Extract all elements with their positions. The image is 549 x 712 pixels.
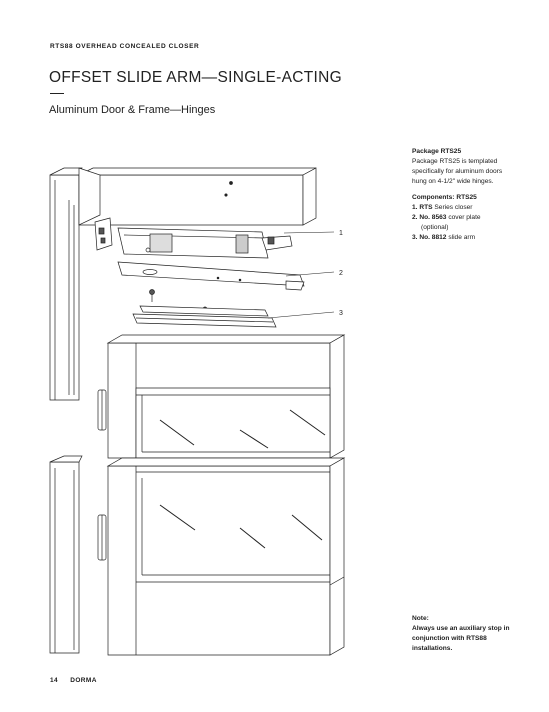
component-text: Series closer	[434, 204, 473, 211]
callout-3: 3	[339, 310, 343, 317]
component-text: slide arm	[448, 234, 476, 241]
component-item-extra: (optional)	[421, 224, 449, 231]
page-subtitle: Aluminum Door & Frame—Hinges	[49, 104, 216, 116]
component-num: 1.	[412, 204, 418, 211]
sidebar-text: Package RTS25 Package RTS25 is templated…	[412, 147, 530, 249]
component-item: 3. No. 8812 slide arm	[412, 233, 530, 243]
note-line: Always use an auxiliary stop in	[412, 625, 510, 632]
component-code: RTS	[419, 204, 433, 211]
door-lower	[106, 457, 346, 656]
note-heading: Note:	[412, 615, 429, 622]
component-num: 2.	[412, 214, 418, 221]
components-list: 1. RTS Series closer 2. No. 8563 cover p…	[412, 203, 530, 243]
frame-jamb-upper	[49, 167, 83, 401]
hinge-upper	[97, 389, 107, 431]
components-block: Components: RTS25 1. RTS Series closer 2…	[412, 193, 530, 243]
component-code: No. 8563	[419, 214, 447, 221]
frame-jamb-lower	[49, 455, 83, 654]
header-label: RTS88 OVERHEAD CONCEALED CLOSER	[50, 43, 200, 50]
callout-1: 1	[339, 230, 343, 237]
page-footer: 14 DORMA	[50, 677, 107, 684]
component-text: cover plate	[448, 214, 481, 221]
closer-body	[117, 227, 293, 259]
frame-header	[78, 167, 317, 226]
component-item: 2. No. 8563 cover plate	[412, 213, 530, 223]
component-code: No. 8812	[419, 234, 447, 241]
note-line: conjunction with RTS88	[412, 635, 487, 642]
package-line: hung on 4-1/2" wide hinges.	[412, 178, 494, 185]
note-line: installations.	[412, 645, 453, 652]
page-number: 14	[50, 677, 59, 684]
package-line: specifically for aluminum doors	[412, 168, 503, 175]
slide-arm-track	[132, 305, 277, 328]
title-rule	[50, 93, 64, 94]
package-heading: Package RTS25	[412, 148, 462, 155]
cover-plate	[117, 261, 305, 291]
component-item: 1. RTS Series closer	[412, 203, 530, 213]
package-line: Package RTS25 is templated	[412, 158, 498, 165]
component-num: 3.	[412, 234, 418, 241]
callout-2: 2	[339, 270, 343, 277]
components-heading: Components: RTS25	[412, 194, 477, 201]
note-block: Note: Always use an auxiliary stop in co…	[412, 614, 530, 654]
page-title: OFFSET SLIDE ARM—SINGLE-ACTING	[49, 69, 342, 86]
package-block: Package RTS25 Package RTS25 is templated…	[412, 147, 530, 187]
brand-name: DORMA	[70, 677, 97, 684]
door-upper	[106, 334, 346, 459]
mounting-bracket	[94, 217, 113, 251]
hinge-lower	[97, 514, 107, 561]
